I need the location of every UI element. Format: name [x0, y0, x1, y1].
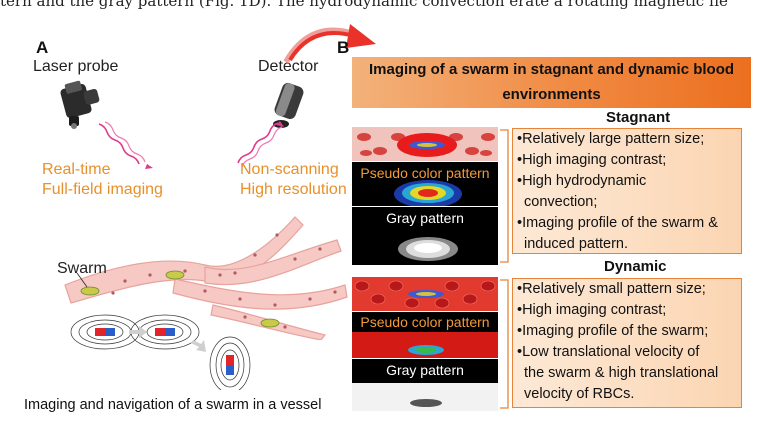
dynamic-bullets-box: •Relatively small pattern size; •High im… — [512, 278, 742, 408]
dynamic-title: Dynamic — [604, 258, 667, 275]
panel-a-caption: Imaging and navigation of a swarm in a v… — [24, 397, 322, 413]
stagnant-bullet: •Relatively large pattern size; — [517, 131, 705, 147]
stagnant-bracket — [500, 129, 509, 263]
stagnant-title: Stagnant — [606, 109, 671, 126]
fullfield-label: Full-field imaging — [42, 181, 163, 198]
laser-beam-icon — [98, 121, 153, 169]
dynamic-pseudo-color-image: Pseudo color pattern — [352, 312, 498, 358]
panel-b-letter: B — [337, 38, 350, 57]
dynamic-bullet: •Low translational velocity of — [517, 344, 700, 360]
stagnant-bullet: •Imaging profile of the swarm & — [517, 215, 718, 231]
stagnant-bullet: induced pattern. — [524, 236, 628, 252]
stagnant-gray-label: Gray pattern — [386, 210, 464, 226]
detector-label: Detector — [258, 58, 319, 75]
header-line-2: environments — [502, 86, 601, 103]
stagnant-bullet: •High imaging contrast; — [517, 152, 667, 168]
high-resolution-label: High resolution — [240, 181, 347, 198]
blood-vessel-illustration — [64, 216, 348, 340]
stagnant-pseudo-label: Pseudo color pattern — [360, 165, 490, 181]
magnetic-swarm-dipoles — [70, 314, 251, 390]
stagnant-bullets-box: •Relatively large pattern size; •High im… — [512, 128, 742, 254]
dynamic-bullet: •Imaging profile of the swarm; — [517, 323, 709, 339]
dynamic-rbc-image — [352, 277, 498, 311]
stagnant-bullet: convection; — [524, 194, 598, 210]
dynamic-bracket — [500, 279, 509, 409]
panel-b-header: Imaging of a swarm in stagnant and dynam… — [352, 57, 751, 108]
realtime-text-block: Real-time Full-field imaging — [42, 160, 163, 200]
header-line-1: Imaging of a swarm in stagnant and dynam… — [368, 61, 735, 78]
dynamic-gray-image: Gray pattern — [352, 359, 498, 411]
dynamic-bullet: •Relatively small pattern size; — [517, 281, 706, 297]
dynamic-gray-label: Gray pattern — [386, 362, 464, 378]
laser-probe-label: Laser probe — [33, 58, 119, 75]
swarm-label: Swarm — [57, 260, 107, 277]
nonscanning-label: Non-scanning — [240, 161, 339, 178]
dynamic-bullet: •High imaging contrast; — [517, 302, 667, 318]
cutoff-body-text: tern and the gray pattern (Fig. 1D). The… — [0, 0, 728, 10]
stagnant-bullet: •High hydrodynamic — [517, 173, 647, 189]
stagnant-gray-image: Gray pattern — [352, 207, 498, 265]
detector-icon — [273, 82, 304, 128]
stagnant-pseudo-color-image: Pseudo color pattern — [352, 162, 498, 206]
dynamic-pseudo-label: Pseudo color pattern — [360, 314, 490, 330]
detector-beam-icon — [237, 121, 284, 168]
laser-probe-icon — [60, 80, 100, 129]
realtime-label: Real-time — [42, 161, 111, 178]
transition-arrow-icon — [283, 24, 376, 64]
dynamic-bullet: velocity of RBCs. — [524, 386, 635, 402]
panel-a-letter: A — [36, 38, 49, 57]
dynamic-bullet: the swarm & high translational — [524, 365, 719, 381]
stagnant-rbc-image — [352, 127, 498, 161]
nonscanning-text-block: Non-scanning High resolution — [240, 160, 347, 200]
